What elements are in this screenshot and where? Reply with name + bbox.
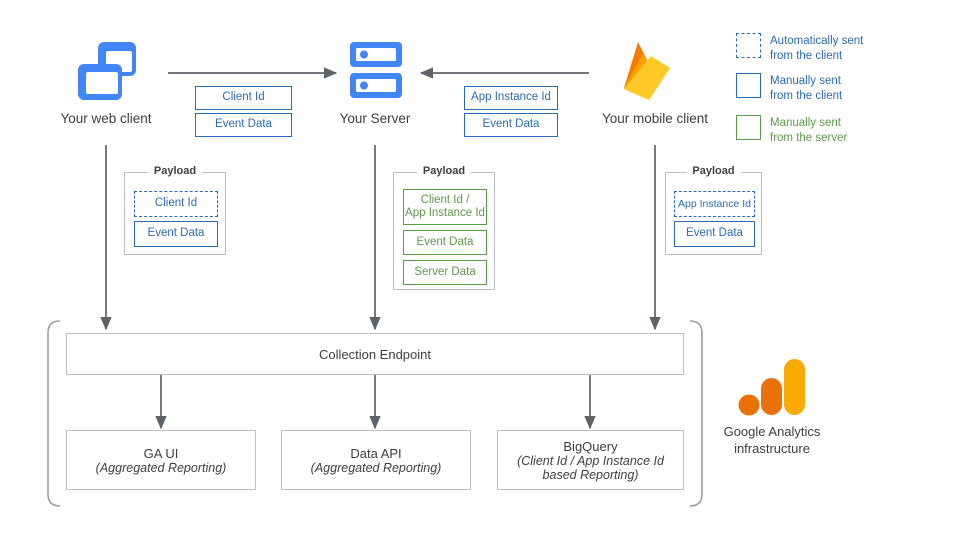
- transfer-box-client-id: Client Id: [195, 86, 292, 110]
- payload-server-item-server-data: Server Data: [403, 260, 487, 285]
- server-icon: [350, 42, 402, 98]
- payload-web-item-event-data: Event Data: [134, 221, 218, 247]
- payload-mobile-item-event-data: Event Data: [674, 221, 755, 247]
- payload-mobile-legend: Payload: [686, 165, 741, 177]
- legend-swatch-dashed-blue: [736, 33, 761, 58]
- legend-swatch-solid-blue: [736, 73, 761, 98]
- payload-web: Payload Client Id Event Data: [124, 165, 226, 255]
- payload-mobile: Payload App Instance Id Event Data: [665, 165, 762, 255]
- legend-item-automatic-client: Automatically sent from the client: [736, 33, 863, 63]
- payload-server-item-event-data: Event Data: [403, 230, 487, 255]
- legend-item-manual-client: Manually sent from the client: [736, 73, 842, 103]
- google-analytics-logo-icon: [738, 359, 805, 416]
- legend-swatch-solid-green: [736, 115, 761, 140]
- collection-endpoint-label: Collection Endpoint: [318, 346, 432, 362]
- server-label: Your Server: [339, 111, 411, 126]
- legend-label: Manually sent from the server: [770, 117, 848, 144]
- payload-server-legend: Payload: [416, 165, 472, 177]
- legend-item-manual-server: Manually sent from the server: [736, 115, 847, 145]
- infrastructure-bracket-left: [47, 320, 61, 507]
- payload-web-legend: Payload: [147, 165, 203, 177]
- destination-title: Data API: [350, 445, 402, 461]
- infrastructure-bracket-right: [689, 320, 703, 507]
- legend-label: Automatically sent from the client: [770, 35, 864, 62]
- firebase-icon: [624, 42, 670, 100]
- windows-icon: [78, 42, 136, 100]
- destination-subtitle: (Client Id / App Instance Id based Repor…: [517, 453, 664, 482]
- transfer-box-event-data-mobile: Event Data: [464, 113, 558, 137]
- destination-subtitle: (Aggregated Reporting): [310, 460, 442, 475]
- payload-server: Payload Client Id / App Instance Id Even…: [393, 165, 495, 290]
- destination-box-ga-ui[interactable]: GA UI (Aggregated Reporting): [66, 430, 256, 490]
- legend-label: Manually sent from the client: [770, 75, 843, 102]
- ga-infrastructure-caption: Google Analytics infrastructure: [723, 424, 821, 456]
- transfer-box-app-instance-id: App Instance Id: [464, 86, 558, 110]
- payload-web-item-client-id: Client Id: [134, 191, 218, 217]
- web-client-label: Your web client: [60, 111, 152, 126]
- payload-mobile-item-app-instance-id: App Instance Id: [674, 191, 755, 217]
- transfer-box-event-data-web: Event Data: [195, 113, 292, 137]
- mobile-client-label: Your mobile client: [601, 111, 709, 126]
- destination-box-bigquery[interactable]: BigQuery (Client Id / App Instance Id ba…: [497, 430, 684, 490]
- collection-endpoint-box[interactable]: Collection Endpoint: [66, 333, 684, 375]
- destination-title: GA UI: [143, 445, 179, 461]
- destination-box-data-api[interactable]: Data API (Aggregated Reporting): [281, 430, 471, 490]
- payload-server-item-ids: Client Id / App Instance Id: [403, 189, 487, 225]
- destination-title: BigQuery: [563, 438, 618, 454]
- destination-subtitle: (Aggregated Reporting): [95, 460, 227, 475]
